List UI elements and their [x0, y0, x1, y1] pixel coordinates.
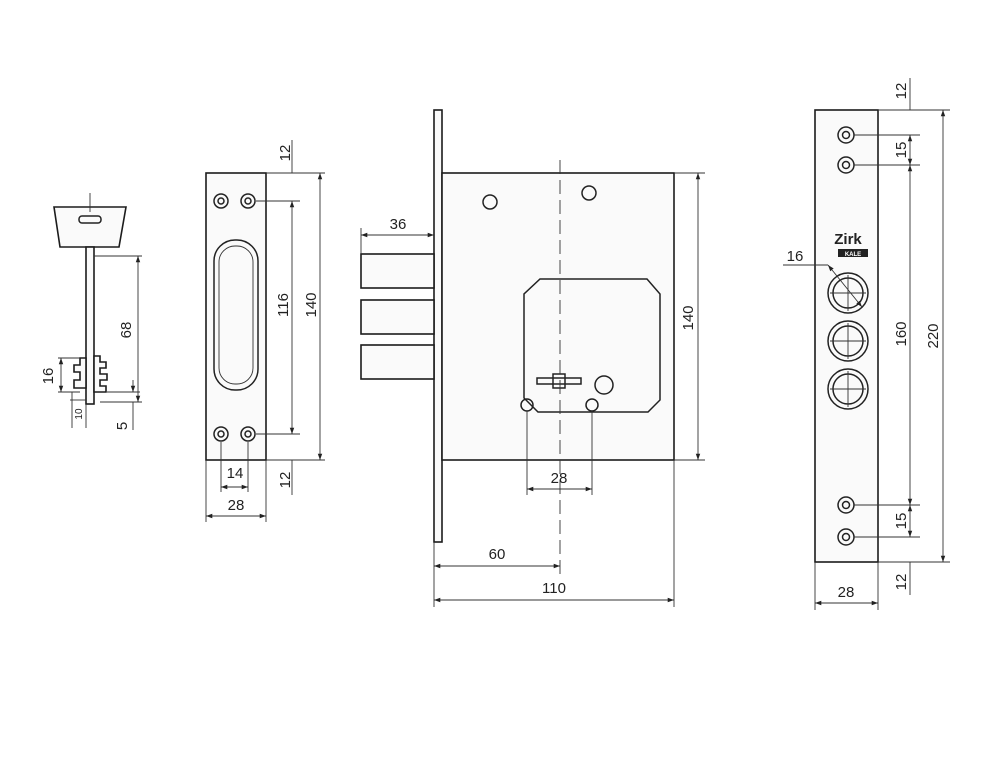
lock-cylinder-cutout — [523, 278, 661, 413]
key-length-dim: 68 — [118, 322, 135, 339]
faceplate-holes — [827, 272, 869, 410]
faceplate-screw-spacing-top-dim: 15 — [893, 142, 910, 159]
strike-hole-pitch-dim: 14 — [227, 465, 244, 482]
lock-faceplate — [433, 109, 443, 543]
strike-hole-spacing-dim: 116 — [275, 293, 292, 317]
lock-rivet-2 — [581, 185, 597, 201]
key-view: 68 16 10 5 — [40, 193, 142, 430]
strike-top-margin-dim: 12 — [277, 145, 294, 162]
key-bit-left — [73, 357, 87, 389]
key-tip-dim: 5 — [114, 422, 131, 430]
faceplate-height-inner-dim: 160 — [893, 321, 910, 346]
lock-rivet-1 — [482, 194, 498, 210]
key-shank — [85, 246, 95, 405]
lock-cylinder-hole — [594, 375, 614, 395]
faceplate-screw-spacing-bottom-dim: 15 — [893, 513, 910, 530]
faceplate-width-dim: 28 — [838, 584, 855, 601]
strike-opening — [213, 239, 259, 391]
key-bit-height-dim: 16 — [40, 368, 57, 385]
lock-case — [441, 172, 675, 461]
key-bow — [53, 206, 127, 248]
strike-plate — [205, 172, 267, 461]
key-bit — [93, 355, 108, 393]
strike-height-dim: 140 — [303, 292, 320, 317]
faceplate-top-margin-dim: 12 — [893, 83, 910, 100]
faceplate-height-total-dim: 220 — [925, 323, 942, 348]
lock-cylinder-spacing-dim: 28 — [551, 470, 568, 487]
lock-depth-dim: 110 — [542, 580, 566, 597]
key-bit-width-dim: 10 — [74, 408, 85, 420]
faceplate-logo-sub: KALE — [845, 252, 861, 258]
faceplate-logo-badge — [838, 249, 868, 257]
strike-bottom-margin-dim: 12 — [277, 472, 294, 489]
faceplate-logo: Zirk — [834, 231, 862, 248]
lock-keyway — [536, 377, 582, 385]
lock-body-view: 36 140 28 60 110 — [360, 109, 705, 607]
faceplate-hole-diameter-dim: 16 — [787, 248, 804, 265]
lock-bolts — [360, 253, 435, 380]
lock-bolt-throw-dim: 36 — [390, 216, 407, 233]
lock-height-dim: 140 — [680, 305, 697, 330]
lock-backset-dim: 60 — [489, 546, 506, 563]
faceplate — [814, 109, 879, 563]
key-slot — [78, 215, 102, 224]
faceplate-bottom-margin-dim: 12 — [893, 574, 910, 591]
strike-screws — [213, 193, 256, 442]
faceplate-view: Zirk KALE 16 12 15 160 15 — [783, 78, 950, 610]
strike-plate-view: 12 116 140 12 14 28 — [205, 140, 325, 522]
strike-width-dim: 28 — [228, 497, 245, 514]
